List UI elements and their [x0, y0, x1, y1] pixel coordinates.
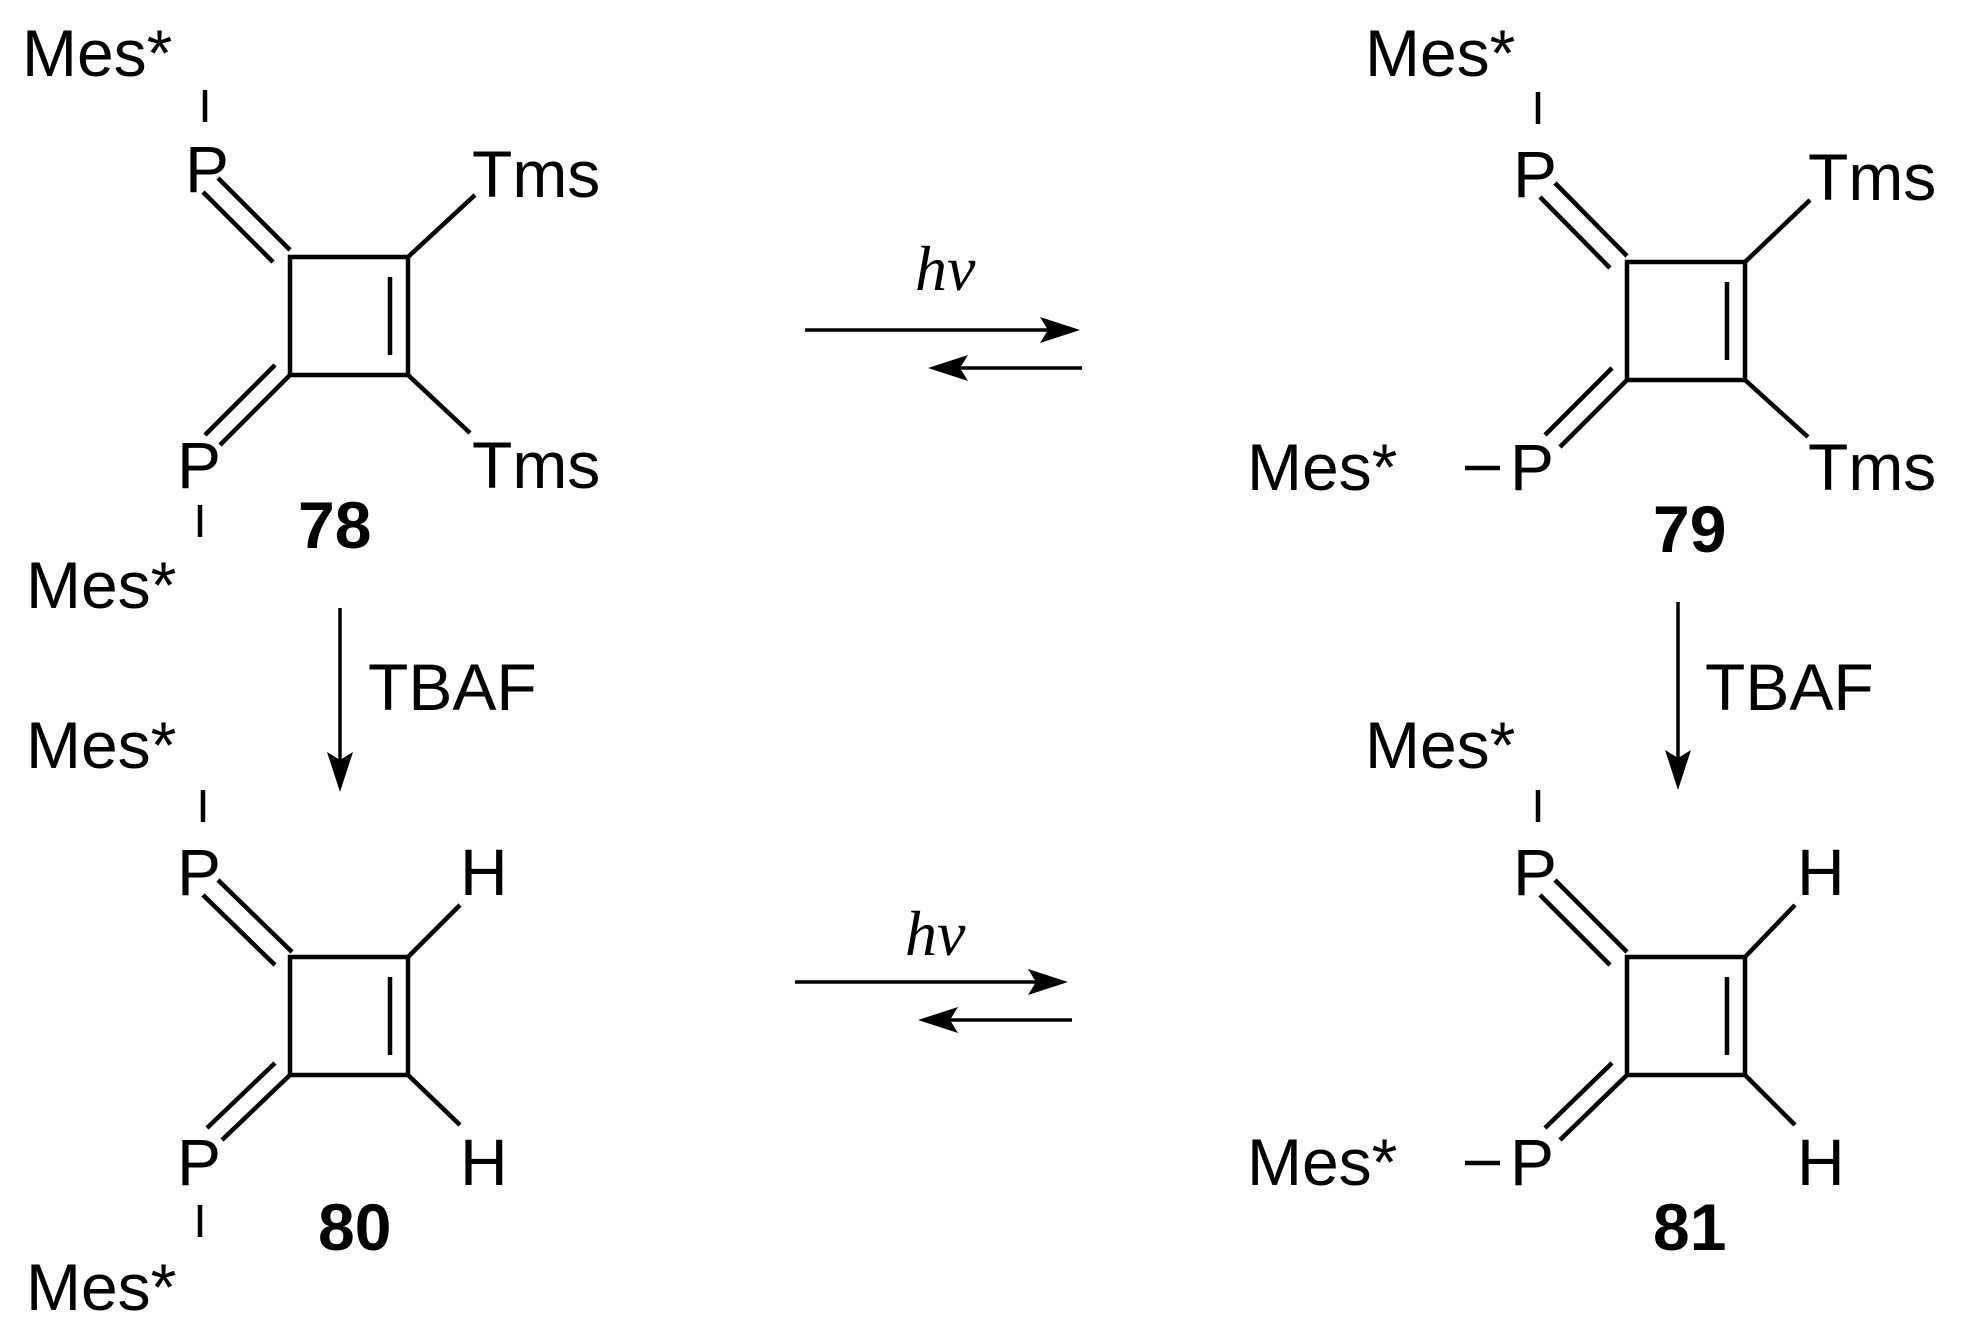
c-h-bond-bottom: [406, 1073, 462, 1127]
reaction-arrow-left: TBAF: [327, 608, 537, 792]
tms-bottom-label: Tms: [1808, 430, 1936, 504]
c-tms-bond-top: [406, 193, 477, 259]
hv-label: hν: [905, 898, 966, 969]
equilibrium-arrow-top: hν: [805, 233, 1082, 381]
phosphorus-top-label: P: [1513, 835, 1557, 909]
tms-bottom-label: Tms: [472, 428, 600, 502]
c-h-bond-top: [406, 903, 462, 959]
p-c-double-bond-inner: [201, 893, 277, 967]
c-p-double-bond-outer: [220, 1073, 292, 1142]
reaction-arrow-right: TBAF: [1665, 602, 1874, 790]
c-p-double-bond-outer: [218, 373, 292, 447]
phosphorus-bottom-label: P: [177, 1125, 221, 1199]
hv-label: hν: [915, 233, 976, 304]
reverse-arrowhead: [928, 355, 968, 381]
tms-top-label: Tms: [1808, 140, 1936, 214]
forward-arrowhead: [1028, 969, 1068, 995]
phosphorus-bottom-label: P: [177, 428, 221, 502]
mes-star-top-label: Mes*: [22, 16, 172, 90]
mes-star-top-label: Mes*: [1365, 16, 1515, 90]
h-top-label: H: [460, 835, 508, 909]
p-c-double-bond-outer: [1553, 181, 1629, 258]
p-c-double-bond-outer: [216, 176, 292, 252]
p-c-double-bond-inner: [1538, 195, 1612, 270]
h-top-label: H: [1797, 835, 1845, 909]
phosphorus-bottom-label: P: [1510, 1125, 1554, 1199]
tbaf-label: TBAF: [368, 650, 537, 724]
p-c-double-bond-outer: [1553, 878, 1629, 954]
c-tms-bond-bottom: [406, 373, 472, 435]
compound-number-81: 81: [1653, 1190, 1726, 1264]
down-arrowhead: [327, 752, 353, 792]
tbaf-label: TBAF: [1705, 650, 1874, 724]
phosphorus-bottom-label: P: [1510, 430, 1554, 504]
c-p-double-bond-inner: [203, 363, 277, 437]
mes-star-bottom-label: Mes*: [1247, 1125, 1397, 1199]
phosphorus-top-label: P: [1513, 137, 1557, 211]
compound-79: Mes* P Tms Tms Mes* P 79: [1247, 16, 1936, 566]
tms-top-label: Tms: [472, 137, 600, 211]
c-p-double-bond-outer: [1558, 1073, 1629, 1142]
c-p-double-bond-inner: [1543, 1061, 1614, 1130]
phosphorus-top-label: P: [177, 835, 221, 909]
c-p-double-bond-inner: [205, 1061, 277, 1130]
p-c-double-bond-outer: [216, 878, 294, 954]
c-p-double-bond-outer: [1558, 378, 1629, 449]
compound-number-78: 78: [298, 488, 371, 562]
h-bottom-label: H: [460, 1125, 508, 1199]
mes-star-bottom-label: Mes*: [26, 548, 176, 622]
c-tms-bond-bottom: [1743, 378, 1810, 439]
h-bottom-label: H: [1797, 1125, 1845, 1199]
compound-80: Mes* P H H P 80 Mes*: [26, 708, 508, 1324]
reverse-arrowhead: [918, 1007, 958, 1033]
compound-number-79: 79: [1653, 492, 1726, 566]
mes-star-bottom-label: Mes*: [26, 1250, 176, 1324]
equilibrium-arrow-bottom: hν: [795, 898, 1072, 1033]
mes-star-top-label: Mes*: [26, 708, 176, 782]
down-arrowhead: [1665, 750, 1691, 790]
compound-81: Mes* P H H Mes* P 81: [1247, 708, 1845, 1264]
c-h-bond-bottom: [1743, 1073, 1797, 1127]
c-tms-bond-top: [1743, 198, 1812, 264]
p-c-double-bond-inner: [1538, 893, 1612, 967]
mes-star-bottom-label: Mes*: [1247, 430, 1397, 504]
p-c-double-bond-inner: [201, 190, 275, 264]
c-p-double-bond-inner: [1543, 366, 1614, 437]
c-h-bond-top: [1743, 903, 1797, 959]
forward-arrowhead: [1040, 317, 1080, 343]
compound-78: Mes* P Tms Tms P 78 Mes*: [22, 16, 600, 622]
mes-star-top-label: Mes*: [1365, 708, 1515, 782]
compound-number-80: 80: [318, 1190, 391, 1264]
